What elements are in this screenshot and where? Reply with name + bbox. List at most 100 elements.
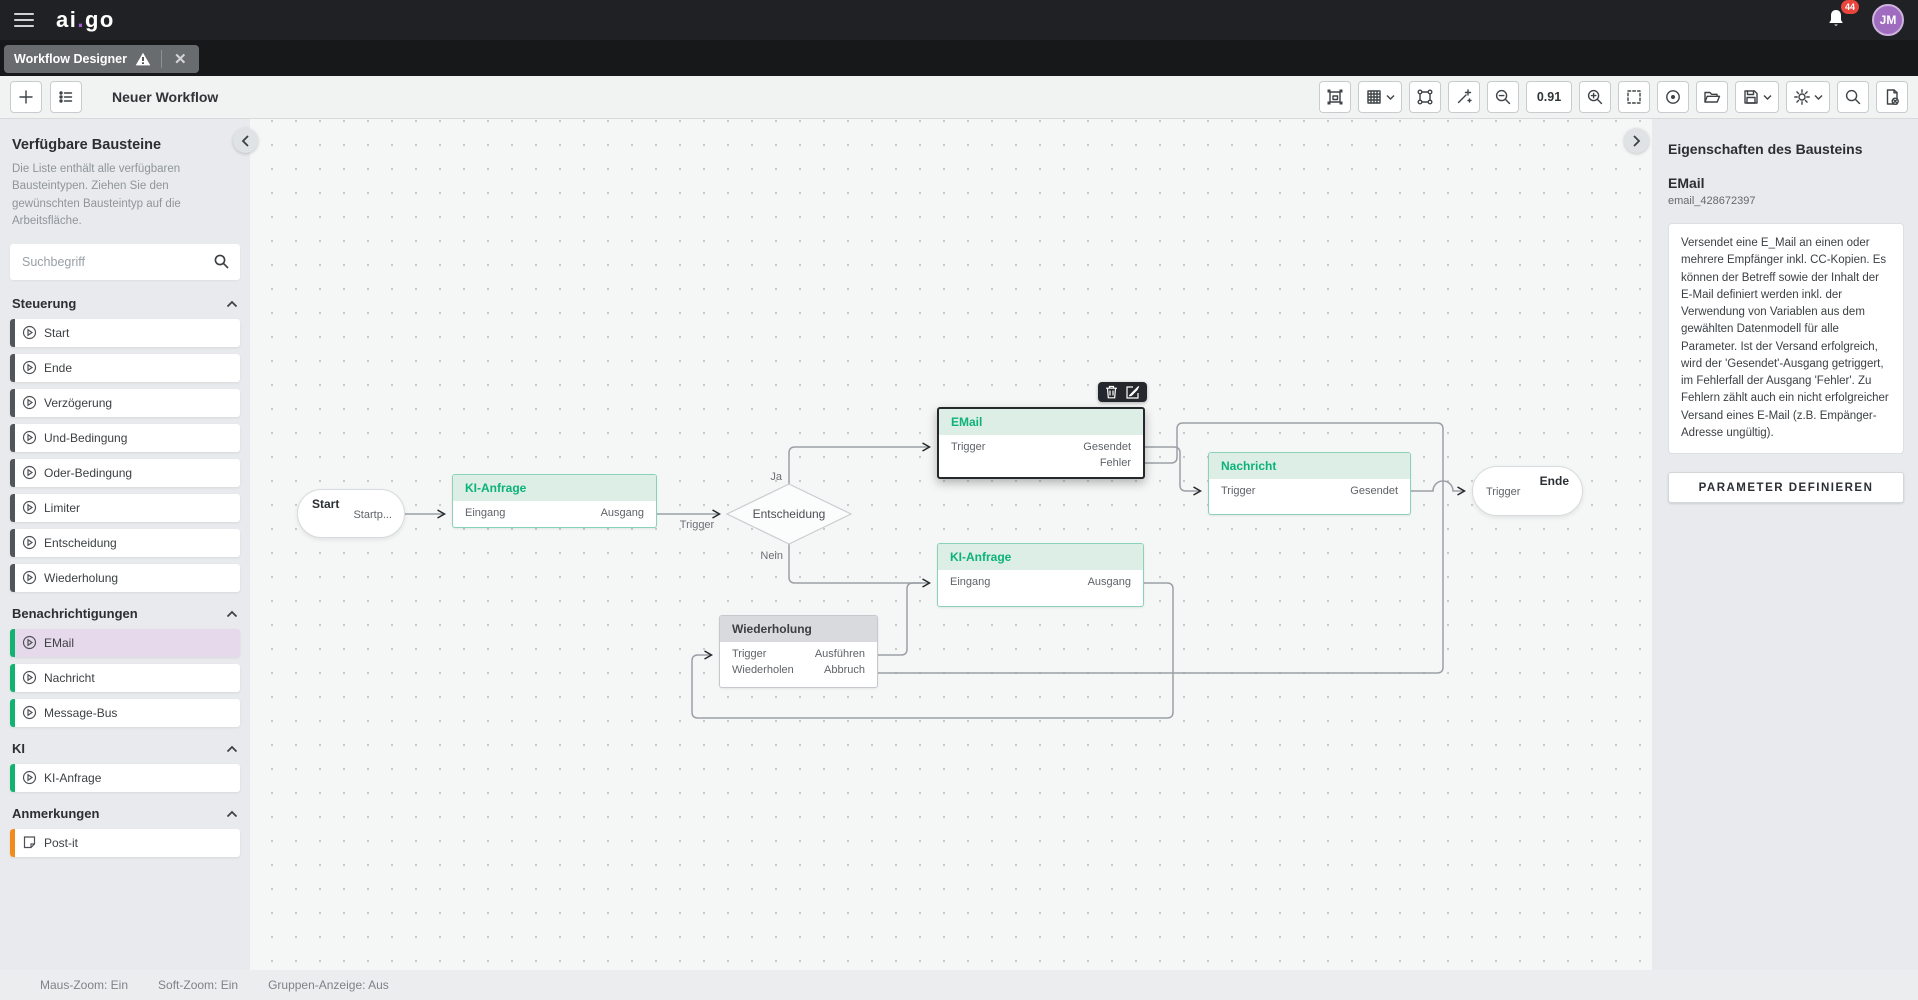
status-item-1: Soft-Zoom: Ein xyxy=(158,978,239,992)
delete-node-button[interactable] xyxy=(1105,385,1118,399)
center-button[interactable] xyxy=(1657,81,1689,113)
node-title: KI-Anfrage xyxy=(453,475,656,501)
search-input[interactable] xyxy=(10,244,240,280)
grid-icon xyxy=(1365,88,1383,106)
play-circle-icon xyxy=(22,360,37,375)
tab-close-icon[interactable]: ✕ xyxy=(173,51,187,68)
user-avatar[interactable]: JM xyxy=(1872,4,1904,36)
accent-strip xyxy=(10,564,15,592)
play-circle-icon xyxy=(22,635,37,650)
item-label: Post-it xyxy=(44,836,79,850)
notification-badge: 44 xyxy=(1840,0,1859,14)
node-entscheidung-diamond[interactable] xyxy=(725,483,853,545)
chevron-left-icon xyxy=(241,134,249,147)
edge-8[interactable] xyxy=(1411,480,1464,491)
port-label: Trigger xyxy=(1486,486,1521,498)
output-port-label: Fehler xyxy=(1099,457,1131,469)
settings-button[interactable] xyxy=(1786,81,1830,113)
sidebar-item-ende[interactable]: Ende xyxy=(10,354,240,382)
chevron-right-icon xyxy=(1633,134,1641,147)
save-button[interactable] xyxy=(1735,81,1779,113)
sidebar-item-email[interactable]: EMail xyxy=(10,629,240,657)
chevron-up-icon xyxy=(226,610,238,618)
chevron-up-icon xyxy=(226,745,238,753)
play-circle-icon xyxy=(22,500,37,515)
edge-3[interactable] xyxy=(788,544,929,583)
clear-workflow-button[interactable] xyxy=(1876,81,1908,113)
fit-view-button[interactable] xyxy=(1319,81,1351,113)
hamburger-menu-icon[interactable] xyxy=(14,13,34,27)
section-header-ki[interactable]: KI xyxy=(12,741,238,756)
sidebar-item-nachricht[interactable]: Nachricht xyxy=(10,664,240,692)
sidebar-item-wiederholung[interactable]: Wiederholung xyxy=(10,564,240,592)
edge-7[interactable] xyxy=(691,582,1174,719)
frame-select-button[interactable] xyxy=(1409,81,1441,113)
section-header-anmerkungen[interactable]: Anmerkungen xyxy=(12,806,238,821)
collapse-sidebar-button[interactable] xyxy=(233,128,258,153)
edge-4[interactable] xyxy=(878,582,922,656)
section-header-steuerung[interactable]: Steuerung xyxy=(12,296,238,311)
play-circle-icon xyxy=(22,395,37,410)
add-button[interactable] xyxy=(10,81,42,113)
marquee-button[interactable] xyxy=(1618,81,1650,113)
node-start[interactable]: Start Startp... xyxy=(297,489,405,538)
tab-workflow-designer[interactable]: Workflow Designer ✕ xyxy=(4,45,199,73)
item-label: Message-Bus xyxy=(44,706,118,720)
gear-icon xyxy=(1793,88,1811,106)
sidebar-item-message-bus[interactable]: Message-Bus xyxy=(10,699,240,727)
play-circle-icon xyxy=(22,770,37,785)
list-view-button[interactable] xyxy=(50,81,82,113)
note-icon xyxy=(22,835,37,850)
zoom-in-button[interactable] xyxy=(1579,81,1611,113)
edge-label-nein: Nein xyxy=(760,550,783,562)
search-button[interactable] xyxy=(1837,81,1869,113)
top-app-bar: ai.go 44 JM xyxy=(0,0,1918,40)
sidebar-item-verzögerung[interactable]: Verzögerung xyxy=(10,389,240,417)
auto-layout-button[interactable] xyxy=(1448,81,1480,113)
sidebar-item-limiter[interactable]: Limiter xyxy=(10,494,240,522)
item-label: Verzögerung xyxy=(44,396,113,410)
define-parameters-button[interactable]: PARAMETER DEFINIEREN xyxy=(1668,472,1904,503)
collapse-properties-button[interactable] xyxy=(1624,128,1649,153)
edge-5[interactable] xyxy=(1145,446,1200,491)
sidebar-item-entscheidung[interactable]: Entscheidung xyxy=(10,529,240,557)
sidebar-item-post-it[interactable]: Post-it xyxy=(10,829,240,857)
section-header-benachrichtigungen[interactable]: Benachrichtigungen xyxy=(12,606,238,621)
zoomin-icon xyxy=(1586,88,1604,106)
warning-icon xyxy=(135,52,151,66)
building-blocks-sidebar: Verfügbare Bausteine Die Liste enthält a… xyxy=(0,119,250,970)
zoom-out-button[interactable] xyxy=(1487,81,1519,113)
output-port-label: Gesendet xyxy=(1083,441,1131,453)
edge-6[interactable] xyxy=(878,422,1444,674)
edit-node-button[interactable] xyxy=(1126,385,1140,399)
accent-strip xyxy=(10,319,15,347)
zoom-level-display[interactable]: 0.91 xyxy=(1526,81,1572,113)
node-description: Versendet eine E_Mail an einen oder mehr… xyxy=(1668,223,1904,454)
edge-2[interactable] xyxy=(788,447,929,484)
notifications-button[interactable]: 44 xyxy=(1824,0,1859,33)
grid-button[interactable] xyxy=(1358,81,1402,113)
sidebar-item-ki-anfrage[interactable]: KI-Anfrage xyxy=(10,764,240,792)
node-title: Start xyxy=(312,497,340,511)
sidebar-search xyxy=(10,244,240,280)
open-button[interactable] xyxy=(1696,81,1728,113)
node-mini-toolbar xyxy=(1098,382,1147,402)
play-circle-icon xyxy=(22,670,37,685)
sidebar-item-oder-bedingung[interactable]: Oder-Bedingung xyxy=(10,459,240,487)
sidebar-item-und-bedingung[interactable]: Und-Bedingung xyxy=(10,424,240,452)
frame-icon xyxy=(1416,88,1434,106)
node-ende[interactable]: Ende Trigger xyxy=(1472,466,1583,516)
chevron-down-icon xyxy=(1814,94,1823,101)
accent-strip xyxy=(10,764,15,792)
sidebar-item-start[interactable]: Start xyxy=(10,319,240,347)
